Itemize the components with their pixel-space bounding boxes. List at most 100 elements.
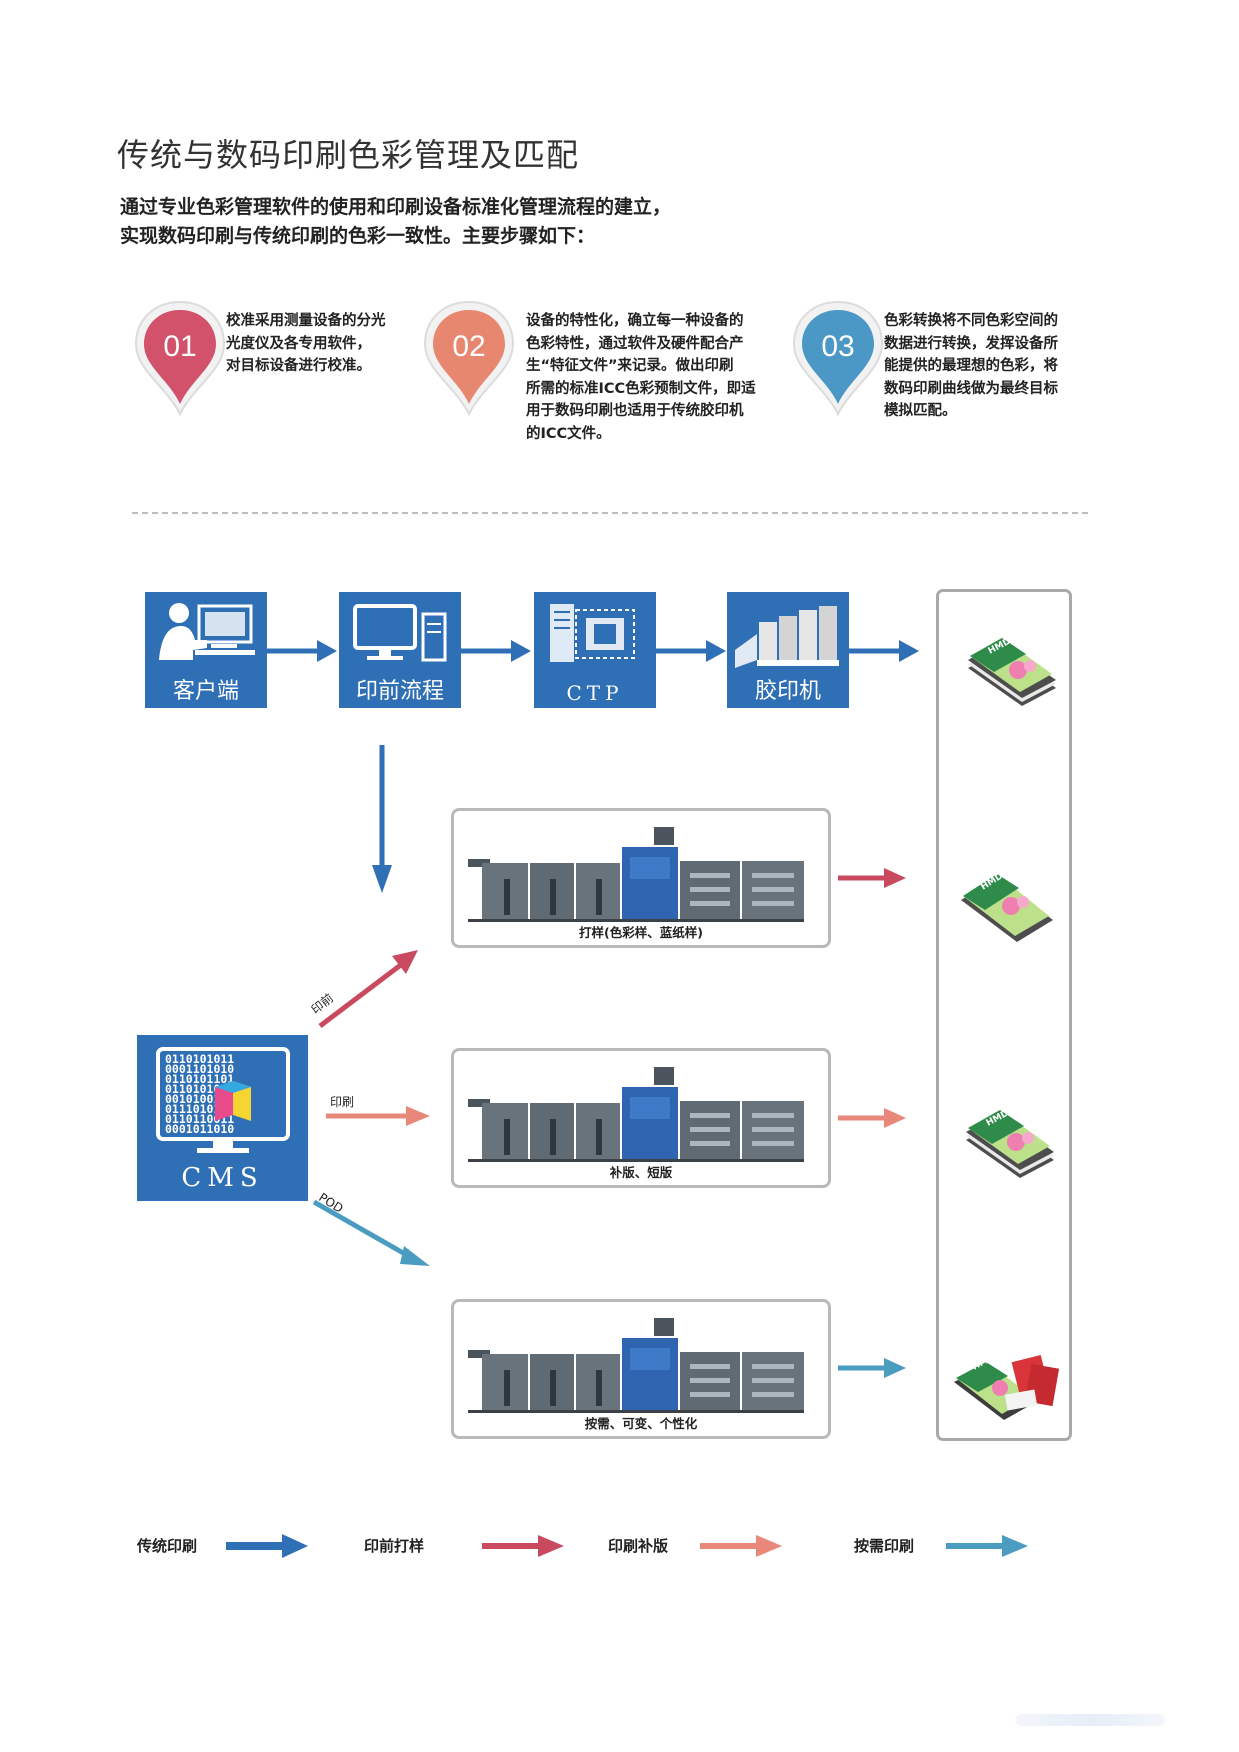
arrow-pod [312,1200,430,1266]
press-part [550,1119,556,1155]
arrow-proof [318,950,418,1028]
book-stack-icon: HMDEON [966,1099,1054,1178]
intro-paragraph: 通过专业色彩管理软件的使用和印刷设备标准化管理流程的建立， 实现数码印刷与传统印… [120,193,671,251]
panel-caption: 按需、可变、个性化 [584,1416,698,1431]
press-part [690,1141,730,1146]
flow-box-label: CTP [566,681,624,705]
step-number: 03 [821,330,854,363]
press-panel-proof: 打样(色彩样、蓝纸样) [451,808,831,948]
step-03-text: 色彩转换将不同色彩空间的 数据进行转换，发挥设备所 能提供的最理想的色彩，将 数… [884,313,1058,419]
press-part [468,1099,490,1107]
press-part [596,879,602,915]
panel-arrow-reprint [838,1108,906,1128]
press-part [550,1370,556,1406]
press-part [504,879,510,915]
press-part [752,1141,794,1146]
arrow-print [326,1106,430,1126]
cms-monitor-icon: 0110101011000110101001101011010110101011… [156,1047,290,1153]
legend-arrow-offset [226,1534,308,1558]
prepress-workstation-icon [353,604,447,662]
press-part [752,901,794,906]
flow-arrow-4 [849,640,919,662]
book-stack-icon: HMDEON [968,627,1056,706]
panel-caption: 补版、短版 [609,1165,673,1180]
press-part [752,1378,794,1383]
digital-press-icon [468,1067,804,1162]
press-part [752,887,794,892]
step-02-text: 设备的特性化，确立每一种设备的 色彩特性，通过软件及硬件配合产 生“特征文件”来… [526,313,756,442]
digital-press-icon [468,827,804,922]
cms-binary-row: 0110101101 [165,1072,234,1086]
press-part [630,1348,670,1370]
legend-label-proof: 印前打样 [364,1537,425,1555]
press-part [752,1127,794,1132]
press-part [654,827,674,845]
press-part [752,873,794,878]
flow-box-label: 胶印机 [754,679,821,704]
output-column [936,589,1072,1441]
press-part [690,1378,730,1383]
press-part [504,1119,510,1155]
flow-box-label: 印前流程 [355,679,444,704]
legend-arrow-reprint [700,1535,782,1557]
intro-line: 实现数码印刷与传统印刷的色彩一致性。主要步骤如下： [120,225,596,247]
flow-box-offset: 胶印机 [727,592,849,708]
step-01-pin-icon: 01 [134,300,226,417]
cms-binary-row: 0001011010 [165,1122,234,1136]
press-part [654,1318,674,1336]
digital-press-icon [468,1318,804,1413]
flow-box-client: 客户端 [145,592,267,708]
arrow-label-print: 印刷 [330,1095,355,1109]
press-part [468,1350,490,1358]
press-part [690,901,730,906]
ctp-platesetter-icon [550,604,635,662]
legend-arrow-pod [946,1535,1028,1557]
panel-arrow-pod [838,1358,906,1378]
cms-binary-row: 0001101010 [165,1062,234,1076]
press-part [596,1370,602,1406]
press-part [690,887,730,892]
flow-arrow-1 [267,640,337,662]
press-part [690,1113,730,1118]
press-part [690,1364,730,1369]
press-part [504,1370,510,1406]
press-part [690,873,730,878]
panel-arrow-proof [838,868,906,888]
step-number: 01 [163,330,196,363]
step-01-text: 校准采用测量设备的分光 光度仪及各专用软件， 对目标设备进行校准。 [226,313,386,374]
intro-line: 通过专业色彩管理软件的使用和印刷设备标准化管理流程的建立， [120,196,672,218]
step-02-pin-icon: 02 [423,300,515,417]
flow-box-prepress: 印前流程 [339,592,461,708]
flow-arrow-3 [656,640,726,662]
flow-arrow-2 [461,640,531,662]
step-03-pin-icon: 03 [792,300,884,417]
flow-box-label: 客户端 [172,679,239,704]
press-part [752,1392,794,1397]
press-part [690,1127,730,1132]
panel-caption: 打样(色彩样、蓝纸样) [579,925,703,940]
footer-smudge [1015,1714,1165,1726]
press-part [468,859,490,867]
brochure-set-icon: HMDEON [954,1343,1060,1420]
flow-box-ctp: CTP [534,592,656,708]
press-part [550,879,556,915]
press-panel-pod: 按需、可变、个性化 [451,1299,831,1439]
press-part [752,1113,794,1118]
cms-binary-row: 0110101011 [165,1052,234,1066]
press-panel-reprint: 补版、短版 [451,1048,831,1188]
press-part [690,1392,730,1397]
press-part [468,1410,804,1413]
client-computer-icon [159,603,255,660]
legend-label-offset: 传统印刷 [137,1537,198,1555]
legend-label-pod: 按需印刷 [854,1537,915,1555]
press-part [596,1119,602,1155]
press-part [752,1364,794,1369]
page-title: 传统与数码印刷色彩管理及匹配 [117,136,580,174]
cms-label: CMS [181,1163,264,1193]
step-number: 02 [452,330,485,363]
press-part [468,919,804,922]
legend-arrow-proof [482,1535,564,1557]
press-part [468,1159,804,1162]
section-divider [132,512,1088,514]
